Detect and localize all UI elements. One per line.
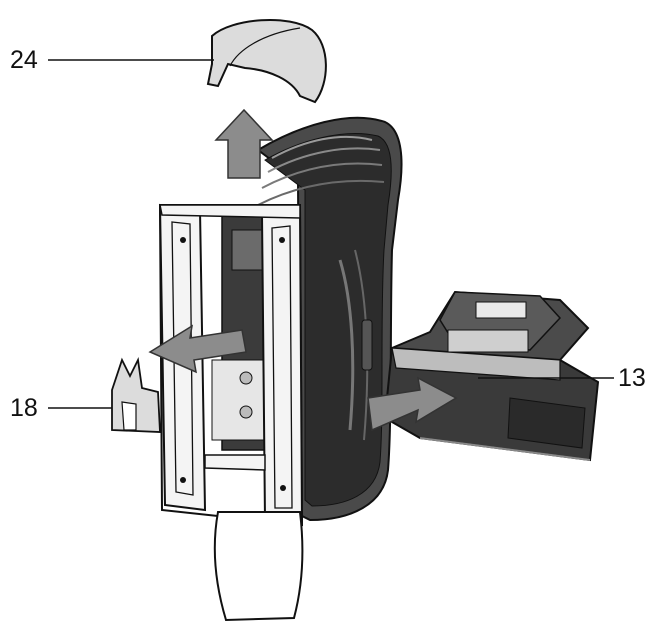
handle-skirt <box>213 511 304 622</box>
up-arrow <box>214 108 274 179</box>
callout-24: 24 <box>10 46 38 74</box>
insert-part-18 <box>111 357 161 433</box>
callout-13: 13 <box>618 364 646 392</box>
battery-part-13 <box>383 290 600 462</box>
tool-body <box>211 116 403 522</box>
callout-18: 18 <box>10 394 38 422</box>
left-arrow <box>148 324 247 374</box>
cap-part-24 <box>206 19 327 104</box>
right-arrow <box>367 376 458 432</box>
